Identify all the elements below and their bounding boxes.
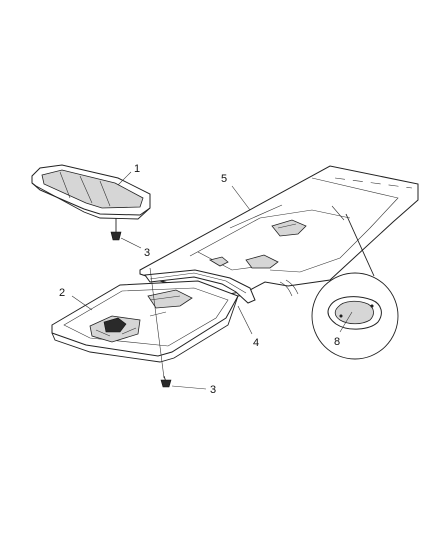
part-8-detail-view bbox=[311, 213, 399, 360]
part-1-panel bbox=[31, 164, 151, 220]
callout-4: 4 bbox=[253, 337, 259, 349]
part-3-screw-upper bbox=[110, 218, 122, 241]
callout-8: 8 bbox=[334, 336, 340, 348]
callout-5: 5 bbox=[221, 173, 227, 185]
callout-leaders bbox=[71, 171, 353, 390]
callout-1: 1 bbox=[134, 163, 140, 175]
part-5-headliner bbox=[139, 165, 419, 301]
callout-3-upper: 3 bbox=[144, 247, 150, 259]
callout-2: 2 bbox=[59, 287, 65, 299]
part-2-lower-panel bbox=[51, 280, 239, 363]
part-3-screw-lower bbox=[160, 375, 172, 388]
assembly-guide-line bbox=[149, 267, 165, 379]
callout-3-lower: 3 bbox=[210, 384, 216, 396]
part-4-trim-strip bbox=[144, 269, 256, 304]
